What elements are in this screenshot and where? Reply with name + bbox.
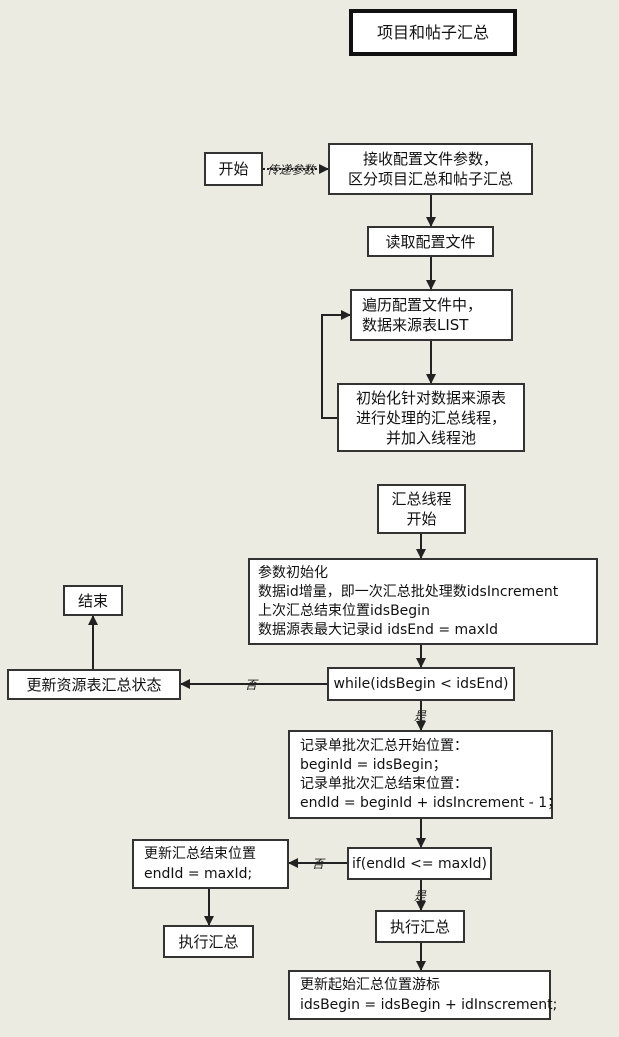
edge-label-yes-while: 是 xyxy=(414,709,427,723)
node-init-thread: 初始化针对数据来源表 进行处理的汇总线程， 并加入线程池 xyxy=(337,383,525,452)
node-param-init: 参数初始化 数据id增量，即一次汇总批处理数idsIncrement 上次汇总结… xyxy=(248,558,598,645)
node-traverse-config: 遍历配置文件中， 数据来源表LIST xyxy=(350,289,513,341)
node-exec-left: 执行汇总 xyxy=(163,925,254,958)
edge-label-yes-if: 是 xyxy=(414,889,427,903)
edge-label-no-if: 否 xyxy=(312,857,325,871)
node-read-config: 读取配置文件 xyxy=(367,226,494,257)
node-thread-start: 汇总线程 开始 xyxy=(377,484,466,534)
node-update-status: 更新资源表汇总状态 xyxy=(7,669,181,700)
node-receive-config: 接收配置文件参数， 区分项目汇总和帖子汇总 xyxy=(328,143,533,195)
node-update-start-pos: 更新起始汇总位置游标 idsBegin = idsBegin + idInscr… xyxy=(288,970,557,1020)
node-start: 开始 xyxy=(204,152,263,186)
node-update-end-pos: 更新汇总结束位置 endId = maxId; xyxy=(132,839,289,889)
node-while-loop: while(idsBegin < idsEnd) xyxy=(327,667,515,701)
node-end: 结束 xyxy=(63,585,123,616)
edge-init-loop-back xyxy=(321,310,351,419)
diagram-title: 项目和帖子汇总 xyxy=(349,9,517,56)
node-if-check: if(endId <= maxId) xyxy=(347,847,492,880)
node-record-batch: 记录单批次汇总开始位置： beginId = idsBegin； 记录单批次汇总… xyxy=(288,730,561,819)
node-exec-right: 执行汇总 xyxy=(375,910,465,943)
edge-label-no-while: 否 xyxy=(245,678,258,692)
edge-label-pass-params: 传递参数 xyxy=(267,163,316,177)
